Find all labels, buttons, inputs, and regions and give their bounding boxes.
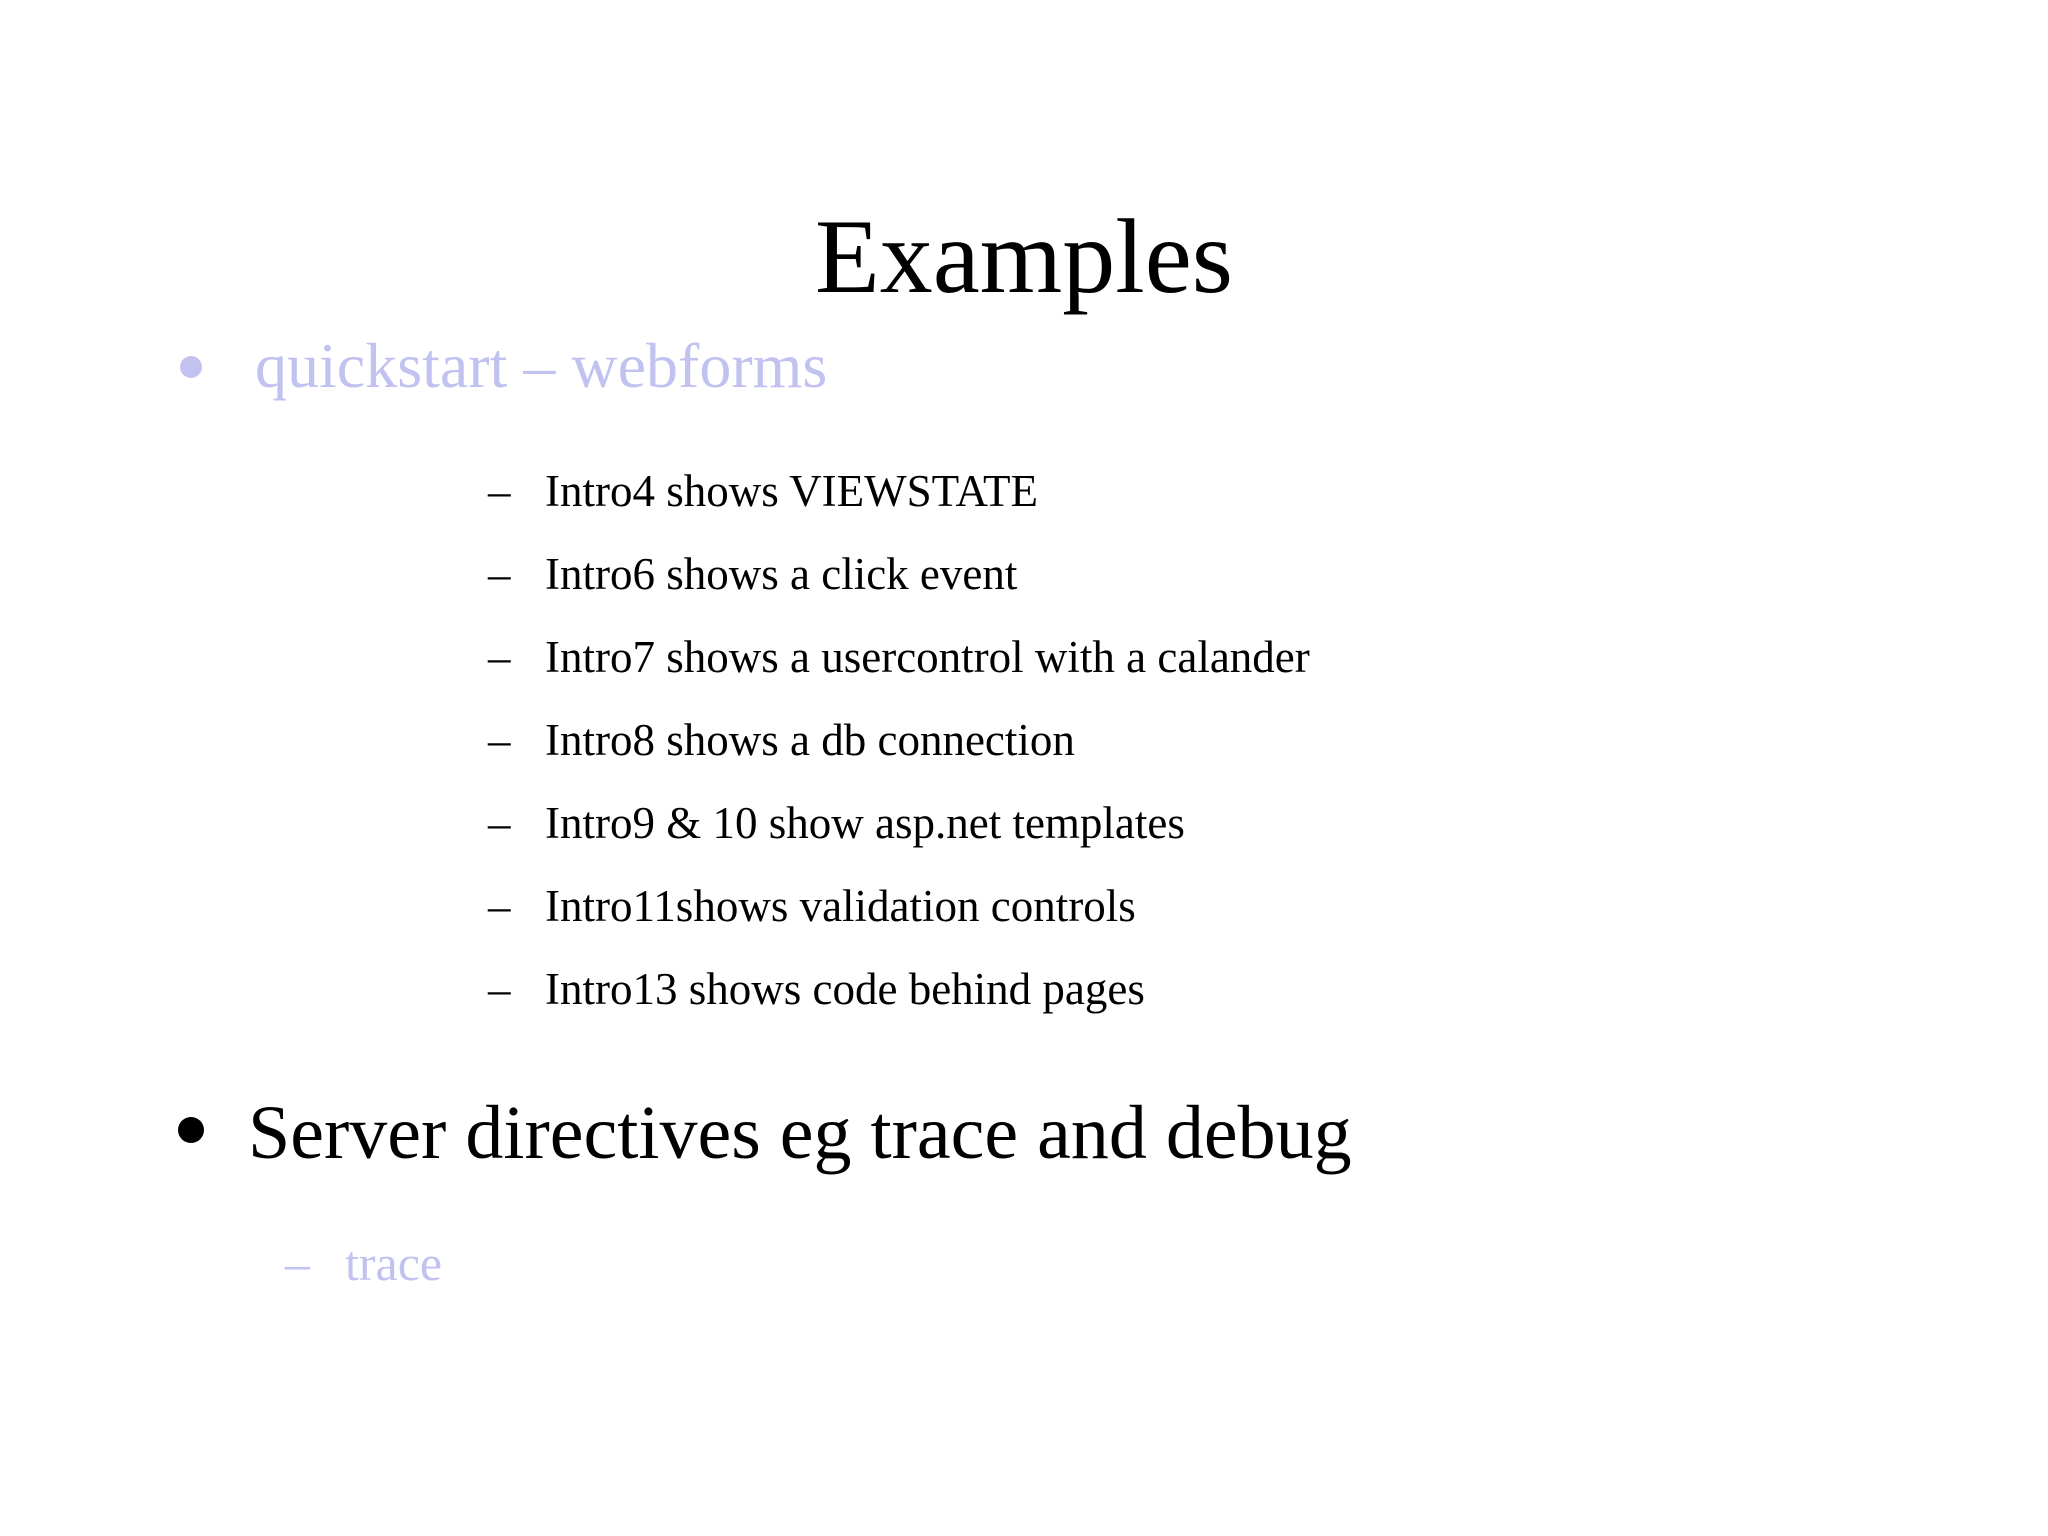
sub-bullet-item-intro8: – Intro8 shows a db connection	[0, 699, 2048, 782]
bullet-dot-icon	[180, 355, 202, 378]
dash-icon: –	[285, 1235, 310, 1291]
sub-bullet-label: Intro13 shows code behind pages	[545, 964, 1145, 1014]
dash-icon: –	[488, 632, 511, 682]
bullet-label: Server directives eg trace and debug	[248, 1091, 1352, 1175]
sub-bullet-label: Intro6 shows a click event	[545, 549, 1018, 599]
sub-bullet-label: Intro7 shows a usercontrol with a caland…	[545, 632, 1310, 682]
sub-bullet-label: Intro4 shows VIEWSTATE	[545, 466, 1039, 516]
bullet-dot-icon	[178, 1116, 204, 1143]
sub-bullet-label: Intro8 shows a db connection	[545, 715, 1075, 765]
dash-icon: –	[488, 881, 511, 931]
sub-bullet-item-intro11: – Intro11shows validation controls	[0, 865, 2048, 948]
page-title: Examples	[815, 198, 1233, 316]
sub-bullet-item-trace: – trace	[0, 1223, 2048, 1303]
sub-bullet-item-intro7: – Intro7 shows a usercontrol with a cala…	[0, 616, 2048, 699]
bullet-item-quickstart: quickstart – webforms	[0, 330, 2048, 428]
dash-icon: –	[488, 964, 511, 1014]
sub-bullet-label: trace	[345, 1235, 443, 1291]
dash-icon: –	[488, 715, 511, 765]
sub-bullet-item-intro6: – Intro6 shows a click event	[0, 533, 2048, 616]
sub-bullet-item-intro9-10: – Intro9 & 10 show asp.net templates	[0, 782, 2048, 865]
bullet-item-server-directives: Server directives eg trace and debug	[0, 1091, 2048, 1211]
sub-bullet-label: Intro9 & 10 show asp.net templates	[545, 798, 1185, 848]
slide-body: quickstart – webforms – Intro4 shows VIE…	[0, 330, 2048, 1303]
dash-icon: –	[488, 798, 511, 848]
sub-bullet-item-intro4: – Intro4 shows VIEWSTATE	[0, 450, 2048, 533]
sub-bullet-list: – Intro4 shows VIEWSTATE – Intro6 shows …	[0, 450, 2048, 1031]
dash-icon: –	[488, 549, 511, 599]
bullet-label: quickstart – webforms	[255, 330, 828, 401]
dash-icon: –	[488, 466, 511, 516]
sub-bullet-label: Intro11shows validation controls	[545, 881, 1136, 931]
sub-bullet-item-intro13: – Intro13 shows code behind pages	[0, 948, 2048, 1031]
